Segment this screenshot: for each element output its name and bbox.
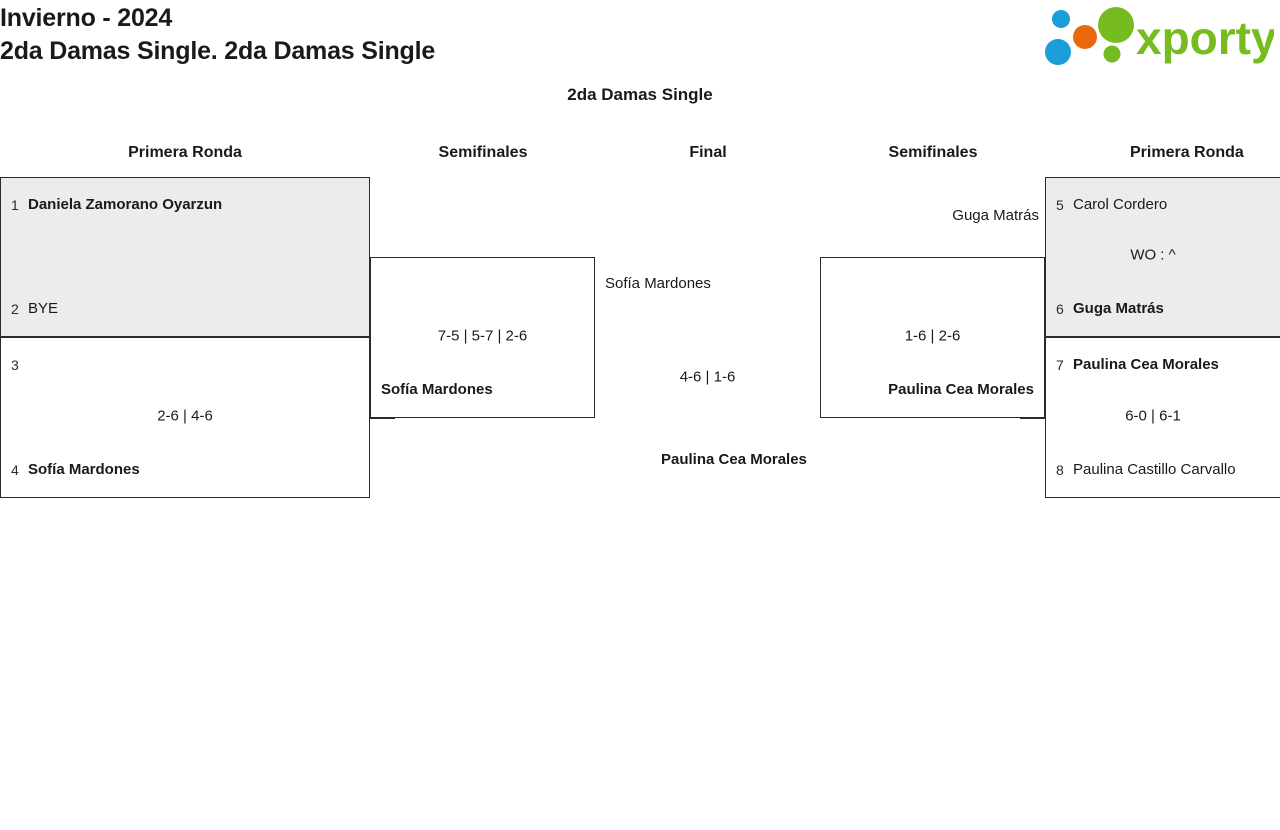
seed-number: 1 (11, 197, 19, 213)
match-right-r1-2-score: 6-0 | 6-1 (1125, 407, 1181, 424)
match-left-semifinal-slot-bottom[interactable]: Sofía Mardones (371, 381, 594, 399)
connector-right-r1-1 (1020, 257, 1045, 258)
match-left-r1-2-slot-bottom[interactable]: 4 Sofía Mardones (1, 461, 369, 479)
round-header-semifinales-right: Semifinales (888, 144, 978, 161)
bracket-title: 2da Damas Single (567, 85, 713, 104)
player-name: Guga Matrás (1073, 300, 1164, 317)
match-left-r1-1-slot-bottom[interactable]: 2 BYE (1, 300, 369, 318)
match-right-semifinal-slot-bottom[interactable]: Paulina Cea Morales (821, 381, 1044, 399)
logo-dot-blue-large (1045, 39, 1071, 65)
match-right-r1-2-slot-bottom[interactable]: 8 Paulina Castillo Carvallo (1046, 461, 1280, 479)
seed-number: 2 (11, 301, 19, 317)
match-left-r1-2[interactable]: 3 2-6 | 4-6 4 Sofía Mardones (0, 337, 370, 498)
header-titles: Invierno - 2024 2da Damas Single. 2da Da… (0, 2, 435, 68)
player-name: Paulina Castillo Carvallo (1073, 461, 1236, 478)
player-name: Sofía Mardones (605, 275, 711, 292)
player-name: BYE (28, 300, 59, 317)
player-name: Carol Cordero (1073, 196, 1168, 213)
logo-wordmark: xporty (1136, 12, 1274, 64)
xporty-logo[interactable]: xporty (1044, 6, 1274, 68)
match-left-r1-1[interactable]: 1 Daniela Zamorano Oyarzun 2 BYE (0, 177, 370, 337)
logo-dot-orange (1073, 25, 1097, 49)
logo-dot-green-small (1103, 45, 1121, 63)
seed-number: 7 (1056, 357, 1064, 373)
match-right-semifinal-score: 1-6 | 2-6 (904, 327, 961, 344)
seed-number: 6 (1056, 301, 1064, 317)
connector-right-r1-2 (1020, 418, 1045, 419)
page-header: Invierno - 2024 2da Damas Single. 2da Da… (0, 0, 1280, 72)
match-right-r1-2[interactable]: 7 Paulina Cea Morales 6-0 | 6-1 8 Paulin… (1045, 337, 1280, 498)
match-left-r1-2-score: 2-6 | 4-6 (157, 407, 213, 424)
tournament-category-title: 2da Damas Single. 2da Damas Single (0, 37, 436, 65)
champion-name: Paulina Cea Morales (661, 451, 807, 468)
round-header-primera-ronda-right: Primera Ronda (1130, 144, 1244, 161)
player-name: Paulina Cea Morales (888, 381, 1034, 398)
match-final-score: 4-6 | 1-6 (679, 368, 736, 385)
seed-number: 3 (11, 357, 19, 373)
seed-number: 5 (1056, 197, 1064, 213)
match-left-semifinal[interactable]: 7-5 | 5-7 | 2-6 Sofía Mardones (370, 257, 595, 418)
player-name: Daniela Zamorano Oyarzun (28, 196, 223, 213)
round-header-final: Final (689, 144, 727, 161)
match-right-r1-1-slot-top[interactable]: 5 Carol Cordero (1046, 196, 1280, 214)
match-final[interactable]: Sofía Mardones 4-6 | 1-6 (595, 257, 820, 418)
player-name: Sofía Mardones (28, 461, 140, 478)
seed-number: 8 (1056, 462, 1064, 478)
match-left-semifinal-score: 7-5 | 5-7 | 2-6 (437, 327, 528, 344)
match-right-semifinal[interactable]: 1-6 | 2-6 Paulina Cea Morales (820, 257, 1045, 418)
match-final-slot-top[interactable]: Sofía Mardones (595, 275, 820, 293)
round-header-semifinales-left: Semifinales (438, 144, 528, 161)
logo-dot-blue-small (1052, 10, 1070, 28)
match-right-r1-1-score: WO : ^ (1130, 246, 1176, 264)
match-right-semifinal-top-name: Guga Matrás (952, 207, 1039, 224)
match-left-r1-2-slot-top[interactable]: 3 (1, 356, 369, 374)
match-right-r1-2-slot-top[interactable]: 7 Paulina Cea Morales (1046, 356, 1280, 374)
connector-left-r1-2 (370, 418, 395, 419)
round-header-primera-ronda-left: Primera Ronda (128, 144, 242, 161)
tournament-season-title: Invierno - 2024 (0, 4, 173, 32)
match-right-r1-1-slot-bottom[interactable]: 6 Guga Matrás (1046, 300, 1280, 318)
match-right-r1-1[interactable]: 5 Carol Cordero WO : ^ 6 Guga Matrás (1045, 177, 1280, 337)
player-name: Sofía Mardones (381, 381, 493, 398)
logo-dot-green-large (1098, 7, 1134, 43)
player-name: Paulina Cea Morales (1073, 356, 1219, 373)
seed-number: 4 (11, 462, 19, 478)
match-left-r1-1-slot-top[interactable]: 1 Daniela Zamorano Oyarzun (1, 196, 369, 214)
